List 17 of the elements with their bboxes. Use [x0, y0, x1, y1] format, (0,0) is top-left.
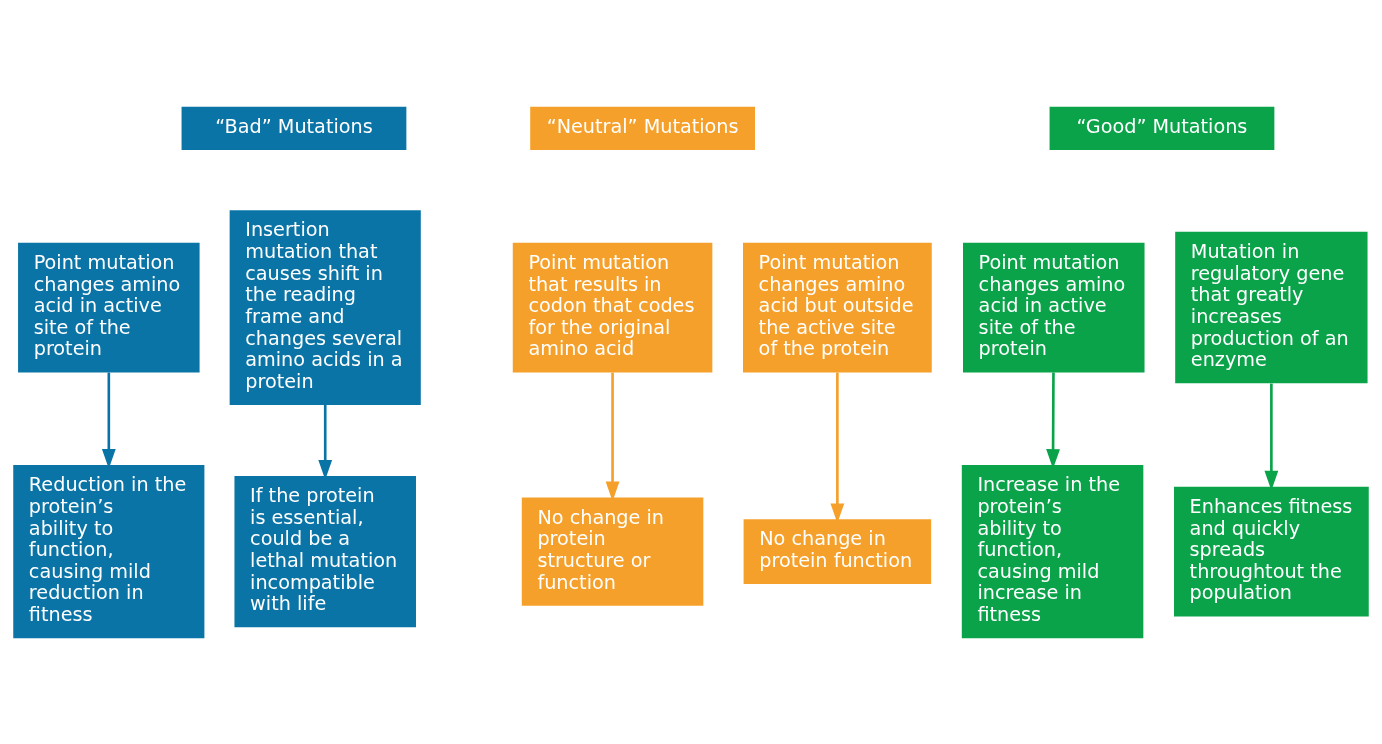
node-box: “Neutral” Mutations — [530, 106, 755, 150]
node-box: Enhances fitness and quickly spreads throughtout the population — [1174, 486, 1369, 617]
node-box: No change in protein function — [743, 518, 932, 584]
node-box: “Bad” Mutations — [181, 106, 407, 150]
arrow — [830, 372, 845, 523]
node-box: “Good” Mutations — [1049, 106, 1275, 150]
node-box: If the protein is essential, could be a lethal mutation incompatible with life — [234, 475, 416, 627]
node-box: No change in protein structure or function — [521, 497, 704, 606]
node-box: Insertion mutation that causes shift in the reading frame and changes several amino acids in a protein — [229, 209, 421, 405]
node-box: Point mutation changes amino acid in active site of the protein — [18, 242, 200, 372]
node-box: Point mutation changes amino acid but outside the active site of the protein — [743, 242, 932, 372]
arrow — [605, 372, 620, 501]
node-box: Mutation in regulatory gene that greatly increases production of an enzyme — [1175, 231, 1368, 383]
node-box: Point mutation changes amino acid in active site of the protein — [963, 242, 1145, 372]
node-box: Increase in the protein’s ability to function, causing mild increase in fitness — [961, 464, 1144, 638]
node-box: Point mutation that results in codon that codes for the original amino acid — [512, 242, 713, 372]
node-box: Reduction in the protein’s ability to function, causing mild reduction in fitness — [13, 464, 205, 638]
